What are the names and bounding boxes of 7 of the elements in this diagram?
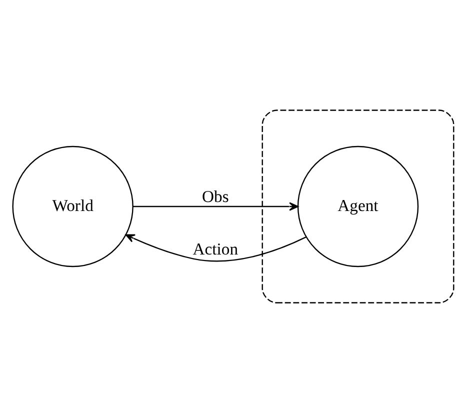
arrow [132, 202, 299, 211]
node-circle: Agent [297, 146, 419, 268]
arrow [125, 234, 306, 262]
node-circle: World [12, 146, 134, 268]
edge-label: Obs [202, 186, 229, 206]
cluster [262, 110, 454, 304]
edge-label: Action [192, 239, 238, 258]
